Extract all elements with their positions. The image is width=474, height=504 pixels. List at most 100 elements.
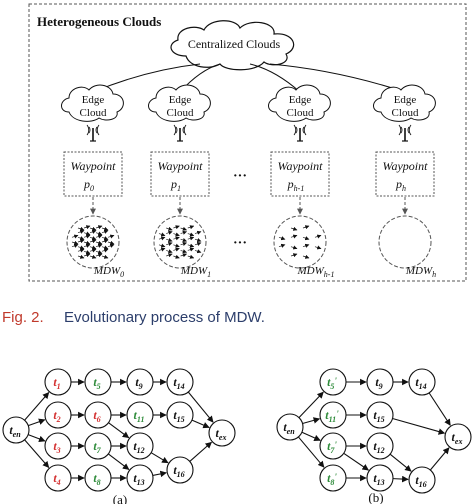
flow-arrow (194, 230, 202, 235)
flow-arrow (302, 236, 310, 241)
flow-arrow (158, 243, 166, 248)
task-node-t4: t4 (44, 464, 72, 492)
waypoint-box (150, 151, 210, 197)
task-node-t14: t14 (408, 368, 436, 396)
svg-text:t1: t1 (53, 375, 60, 391)
task-node-tex: tex (208, 419, 236, 447)
mdw-label: MDWh-1 (297, 265, 335, 279)
flow-arrow (180, 226, 187, 231)
central-cloud: Centralized Clouds (170, 20, 295, 71)
flow-arrow (302, 225, 310, 230)
flow-arrow (166, 249, 173, 254)
edge-cloud-label: Cloud (167, 107, 194, 119)
waypoint-label: Waypoint (383, 159, 429, 173)
flow-arrow (77, 226, 85, 231)
svg-text:t12: t12 (373, 439, 384, 455)
task-node-t16: t16 (166, 456, 194, 484)
task-node-t11: t11' (319, 401, 347, 429)
svg-text:t12: t12 (133, 439, 144, 455)
flow-arrow (77, 254, 85, 259)
flow-arrow (314, 234, 322, 239)
task-node-t6: t6 (84, 401, 112, 429)
flow-arrow (290, 253, 298, 258)
task-node-t12: t12 (126, 432, 154, 460)
edge-cloud-label: Cloud (80, 107, 107, 119)
svg-text:t4: t4 (53, 471, 60, 487)
waypoint-symbol: ph (395, 177, 406, 193)
figure-caption: Fig. 2. Evolutionary process of MDW. (2, 309, 265, 326)
flow-arrow (101, 226, 109, 231)
antenna-icon (398, 124, 412, 142)
graph-edge (24, 439, 50, 468)
flow-arrow (187, 243, 195, 248)
mdw-circle (378, 215, 432, 269)
flow-arrow (95, 234, 103, 239)
svg-text:t16: t16 (173, 463, 184, 479)
flow-arrow (187, 232, 195, 237)
flow-arrow (95, 231, 103, 236)
graph-edge (28, 418, 46, 427)
graph-edge (428, 392, 451, 426)
task-node-t13: t13 (366, 464, 394, 492)
flow-arrow (173, 247, 180, 252)
waypoint-ellipsis: ··· (233, 169, 247, 184)
flow-arrow (166, 242, 173, 246)
graph-edge (302, 417, 321, 425)
flow-arrow (166, 238, 173, 242)
svg-text:tex: tex (452, 430, 463, 446)
svg-text:ten: ten (283, 420, 295, 436)
graph-edge (392, 475, 409, 483)
flow-arrow (180, 242, 187, 246)
flow-arrow (158, 232, 166, 237)
svg-text:t15: t15 (173, 408, 184, 424)
edge-columns: EdgeCloudWaypointp0MDW0EdgeCloudWaypoint… (61, 84, 436, 279)
flow-arrow (107, 240, 115, 245)
flow-arrow (173, 236, 180, 241)
heterogeneous-clouds-panel: Heterogeneous Clouds Centralized Clouds … (28, 3, 467, 282)
flow-arrow (107, 243, 115, 248)
flow-arrow (194, 238, 202, 242)
flow-arrow (158, 247, 166, 252)
flow-arrow (77, 239, 85, 244)
svg-text:t14: t14 (173, 375, 184, 391)
task-node-ten: ten (276, 413, 304, 441)
edge-cloud-label: Cloud (392, 107, 419, 119)
flow-arrow (314, 245, 322, 250)
graph-b-label: (b) (368, 490, 383, 504)
mdw-ellipsis: ··· (233, 236, 247, 251)
waypoint-symbol: p1 (170, 177, 181, 193)
svg-text:t3: t3 (53, 439, 60, 455)
flow-arrow (89, 239, 97, 244)
flow-arrow (180, 249, 187, 254)
flow-arrow (95, 243, 103, 248)
graph-edge (392, 417, 446, 435)
flow-arrow (290, 245, 298, 250)
flow-arrow (101, 229, 109, 234)
edge-cloud-label: Edge (82, 94, 105, 106)
edge-cloud-label: Edge (169, 94, 192, 106)
svg-text:t6: t6 (93, 408, 100, 424)
flow-arrow (83, 253, 91, 258)
svg-text:t9: t9 (375, 375, 382, 391)
graph-edge (108, 422, 130, 439)
cloud-icon (373, 84, 436, 122)
task-node-t15: t15 (366, 401, 394, 429)
task-node-t1: t1 (44, 368, 72, 396)
cloud-icon (148, 84, 211, 122)
svg-text:tex: tex (216, 426, 227, 442)
flow-arrow (187, 236, 195, 241)
flow-arrow (83, 243, 91, 248)
cloud-icon (268, 84, 331, 122)
task-node-t8: t8' (319, 464, 347, 492)
flow-arrow (101, 245, 109, 250)
svg-text:t5: t5 (93, 375, 100, 391)
waypoint-symbol: p0 (83, 177, 94, 193)
svg-text:ten: ten (9, 423, 21, 439)
graph-edge (189, 441, 212, 462)
flow-arrow (187, 247, 195, 252)
flow-arrow (158, 236, 166, 241)
caption-text: Evolutionary process of MDW. (64, 309, 265, 326)
